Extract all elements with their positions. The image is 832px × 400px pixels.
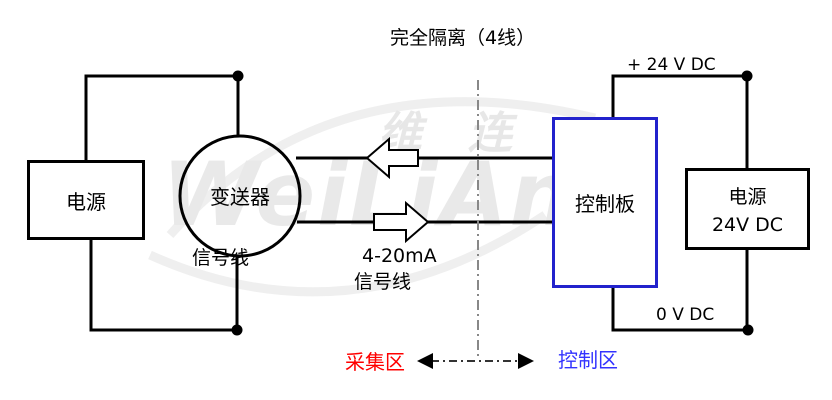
wire-left-top <box>84 74 240 160</box>
watermark-en-text: WeiLiAn <box>162 143 574 246</box>
wire-right-top <box>611 74 749 168</box>
junction-dot-bottom-left <box>231 324 243 336</box>
zero-v-rail-label: 0 V DC <box>656 305 715 325</box>
plus-24v-rail-label: + 24 V DC <box>627 55 716 75</box>
right-power-supply-label: 电源 <box>728 186 767 208</box>
zone-arrow-right-head-icon <box>518 353 534 369</box>
arrow-right-icon <box>373 200 430 244</box>
transmitter-signal-note: 信号线 <box>192 247 250 269</box>
left-power-supply-box: 电源 <box>27 160 145 240</box>
signal-current-label: 4-20mA <box>362 245 437 267</box>
right-power-supply-voltage: 24V DC <box>711 214 784 236</box>
junction-dot-bottom-right <box>742 324 754 336</box>
watermark-swoosh-bottom <box>148 211 548 297</box>
control-zone-label: 控制区 <box>558 348 618 372</box>
transmitter-label: 变送器 <box>210 185 270 209</box>
left-power-supply-label: 电源 <box>66 189 106 214</box>
acquisition-zone-label: 采集区 <box>345 350 405 374</box>
signal-line-label: 信号线 <box>354 271 412 293</box>
right-power-supply-box: 电源 24V DC <box>685 168 810 250</box>
transmitter-circle <box>178 134 302 258</box>
arrow-left-icon <box>365 136 419 180</box>
diagram-title: 完全隔离（4线） <box>390 27 536 49</box>
wire-left-bottom <box>89 240 239 332</box>
wire-right-bottom <box>611 250 749 332</box>
watermark-swoosh-top <box>166 97 597 238</box>
zone-arrow-left-head-icon <box>417 353 433 369</box>
control-board-box: 控制板 <box>552 117 658 288</box>
junction-dot-top-left <box>232 70 244 82</box>
junction-dot-top-right <box>741 70 753 82</box>
control-board-label: 控制板 <box>575 192 635 216</box>
